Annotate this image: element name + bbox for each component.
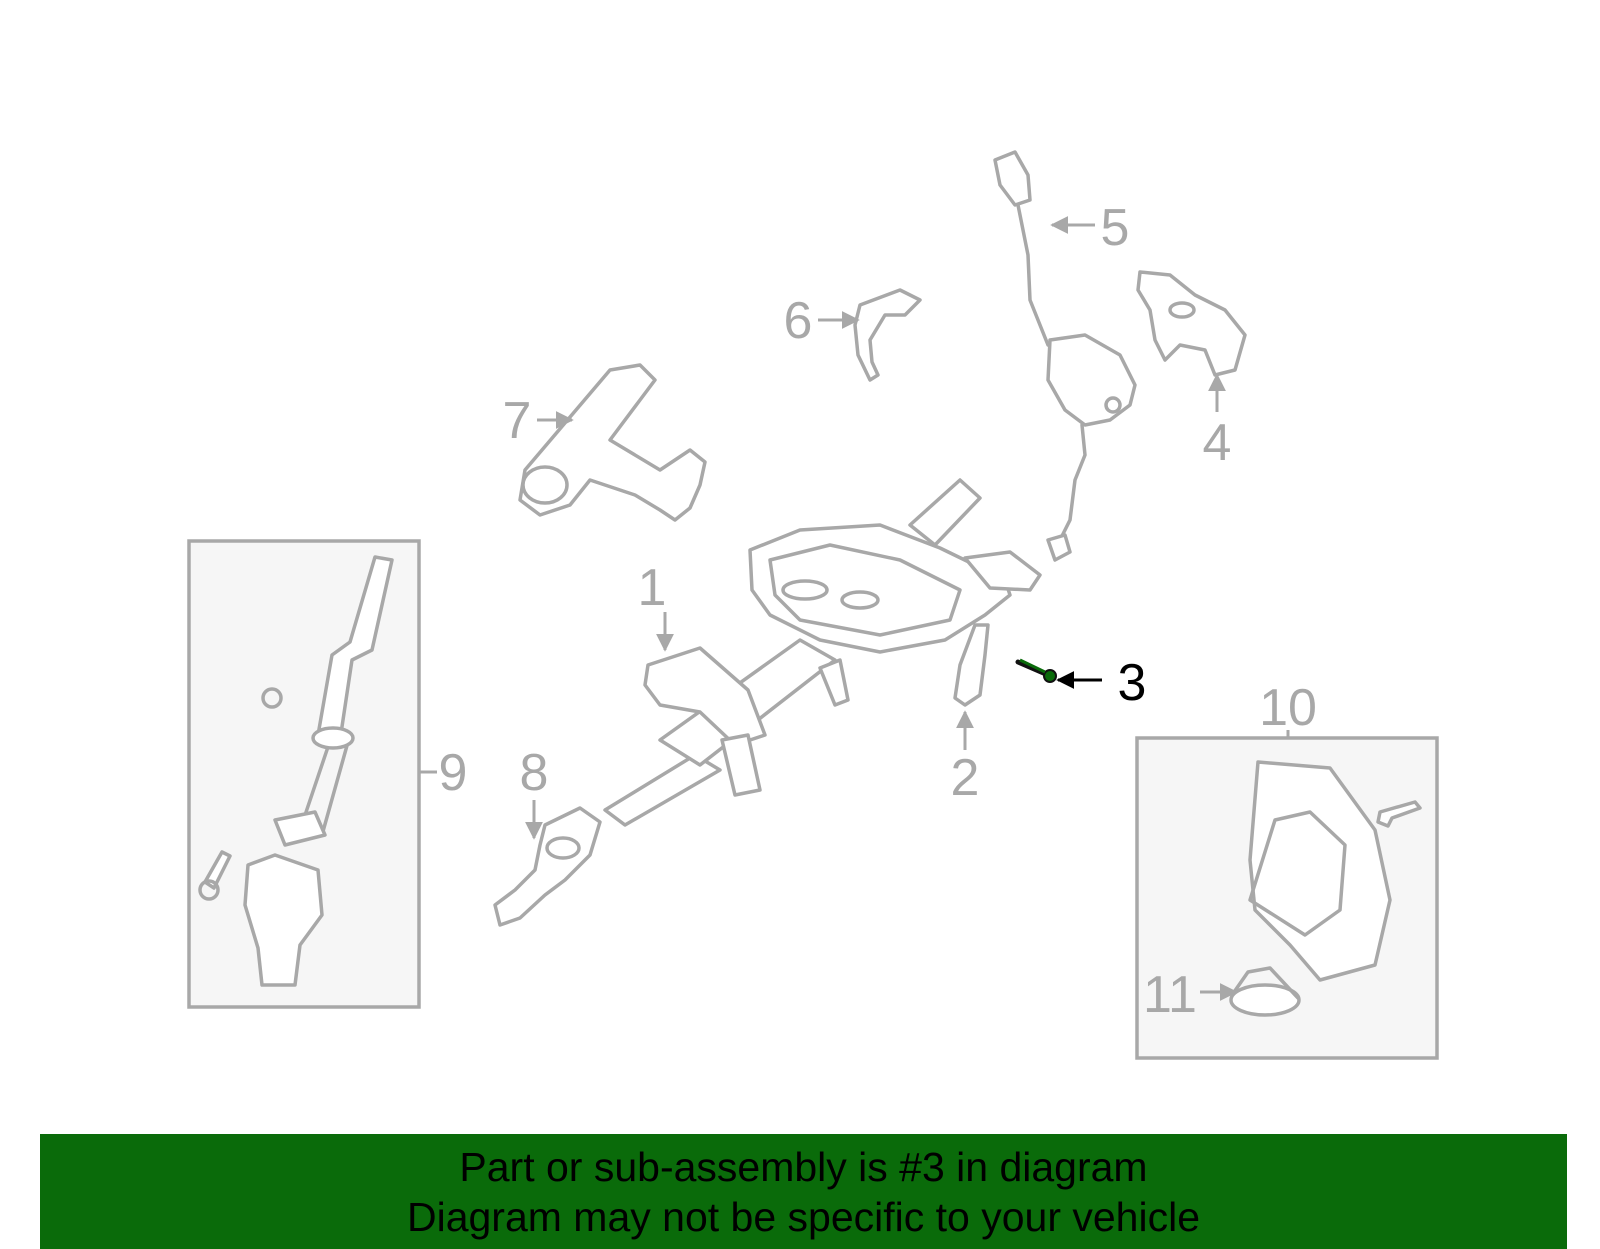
callout-1: 1 [638, 559, 674, 652]
svg-text:1: 1 [638, 559, 667, 617]
callout-6: 6 [784, 292, 860, 350]
part-6-plate [853, 288, 922, 382]
svg-text:3: 3 [1118, 654, 1147, 712]
part-4-bracket [1136, 270, 1247, 377]
callout-4: 4 [1203, 373, 1232, 472]
callout-10: 10 [1259, 679, 1317, 738]
part-3-bolt [1015, 658, 1057, 683]
part-8-joint [493, 806, 602, 927]
part-5-shift-lever [993, 150, 1137, 562]
part-10-box [1135, 736, 1439, 1060]
svg-text:2: 2 [951, 749, 980, 807]
callout-9: 9 [420, 744, 467, 802]
part-7-cover [518, 363, 707, 522]
callout-2: 2 [951, 710, 980, 807]
part-2-bracket [953, 623, 990, 707]
svg-text:10: 10 [1259, 679, 1317, 737]
svg-text:9: 9 [439, 744, 468, 802]
callout-7: 7 [503, 392, 574, 450]
svg-text:8: 8 [520, 744, 549, 802]
svg-text:5: 5 [1101, 199, 1130, 257]
callout-5: 5 [1050, 199, 1130, 257]
banner-line-2: Diagram may not be specific to your vehi… [406, 1193, 1200, 1240]
callout-8: 8 [520, 744, 549, 840]
svg-text:6: 6 [784, 292, 813, 350]
svg-text:11: 11 [1143, 966, 1197, 1024]
part-1-steering-column [603, 478, 1042, 827]
svg-text:4: 4 [1203, 414, 1232, 472]
svg-text:7: 7 [503, 392, 532, 450]
banner-line-1: Part or sub-assembly is #3 in diagram [459, 1143, 1148, 1190]
info-banner: Part or sub-assembly is #3 in diagram Di… [40, 1134, 1567, 1249]
callout-3: 3 [1056, 654, 1147, 712]
part-9-box [187, 539, 421, 1009]
callout-11: 11 [1143, 966, 1238, 1024]
